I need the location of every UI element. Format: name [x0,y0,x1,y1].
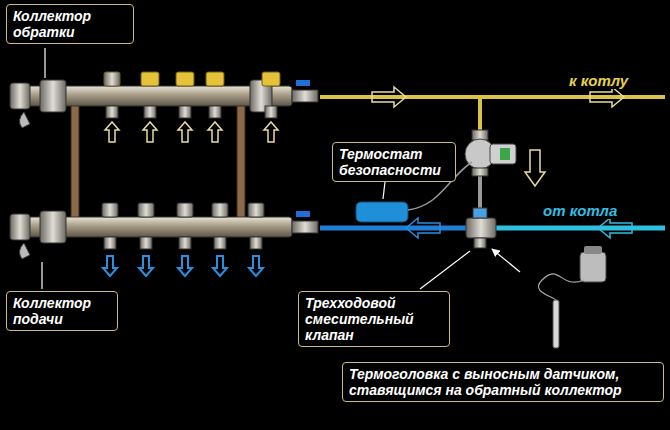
flow-arrow-up [105,122,278,142]
circulation-pump [472,168,488,176]
circulation-pump [490,144,516,164]
supply-pipe [496,226,665,231]
callout-box: Термоголовка с выносным датчиком, ставящ… [342,362,664,402]
flow-arrow-up [264,122,278,142]
callout-box: Коллектор подачи [6,291,118,331]
supply-manifold [138,203,154,217]
supply-manifold [292,221,318,233]
callout-text: Трехходовой смесительный клапан [305,295,443,343]
return-manifold [106,106,118,118]
return-manifold [209,106,221,118]
return-manifold [10,72,318,128]
return-manifold [19,112,30,128]
circulation-pump [500,148,510,160]
pipe-arrow [372,87,406,107]
return-manifold [144,106,156,118]
supply-manifold [10,203,318,259]
return-manifold [296,80,310,86]
circulation-pump [465,130,516,176]
supply-manifold [19,243,30,259]
supply-manifold [40,211,66,243]
to-boiler-label: к котлу [566,72,631,89]
callout-text: Термостат безопасности [339,146,449,178]
flow-arrow-up [105,122,119,142]
return-manifold [104,72,120,86]
supply-manifold [214,237,226,249]
return-manifold [179,106,191,118]
from-boiler-label: от котла [540,202,620,219]
supply-manifold [140,237,152,249]
flow-arrow-down [178,256,192,276]
pipe-arrow [598,218,632,238]
flow-arrow-down [213,256,227,276]
leader-line [42,48,520,289]
callout-text: Коллектор обратки [13,8,127,40]
supply-manifold [102,203,118,217]
thermo-head [553,300,559,348]
flow-arrow-up [178,122,192,142]
callout-box: Трехходовой смесительный клапан [298,291,450,347]
thermo-head [538,274,584,300]
mounting-bracket [71,100,79,222]
return-manifold [206,72,224,86]
thermo-head [580,252,606,282]
return-manifold [106,106,277,118]
return-manifold [10,83,30,109]
leader-line [492,249,520,272]
supply-manifold [296,211,310,217]
return-manifold [265,106,277,118]
supply-manifold [177,203,193,217]
callout-box: Термостат безопасности [332,142,456,182]
return-manifold [40,80,66,112]
flow-arrow-down [103,256,263,276]
supply-manifold [250,237,262,249]
supply-pipe [320,226,466,231]
return-pipe [320,97,665,136]
thermo-head [584,246,602,254]
flow-arrow-down [103,256,117,276]
pipe-arrow [590,87,624,107]
return-manifold [141,72,159,86]
callout-text: Коллектор подачи [13,295,111,327]
supply-manifold [104,237,116,249]
return-manifold [176,72,194,86]
supply-manifold [179,237,191,249]
supply-manifold [248,203,264,217]
safety-thermostat [356,202,408,222]
callout-text: Термоголовка с выносным датчиком, ставящ… [349,366,657,398]
pipe-arrow [525,150,545,186]
return-manifold [262,72,280,86]
three-way-valve [473,208,487,218]
three-way-valve [474,238,486,248]
supply-manifold [102,203,264,249]
callout-box: Коллектор обратки [6,4,134,44]
pipe-arrow [406,218,440,238]
flow-arrow-up [208,122,222,142]
mounting-bracket [237,100,245,222]
thermo-head [538,246,606,348]
flow-arrow-down [249,256,263,276]
return-manifold [292,90,318,102]
leader-line [383,182,385,199]
return-manifold [104,72,280,86]
flow-arrow-down [139,256,153,276]
supply-manifold [212,203,228,217]
flow-arrow-up [143,122,157,142]
supply-manifold [10,214,30,240]
leader-line [420,251,470,289]
leader-line [41,262,42,289]
three-way-valve [466,208,496,248]
leader-line [44,48,45,78]
mounting-bracket [71,100,245,222]
three-way-valve [466,218,496,238]
